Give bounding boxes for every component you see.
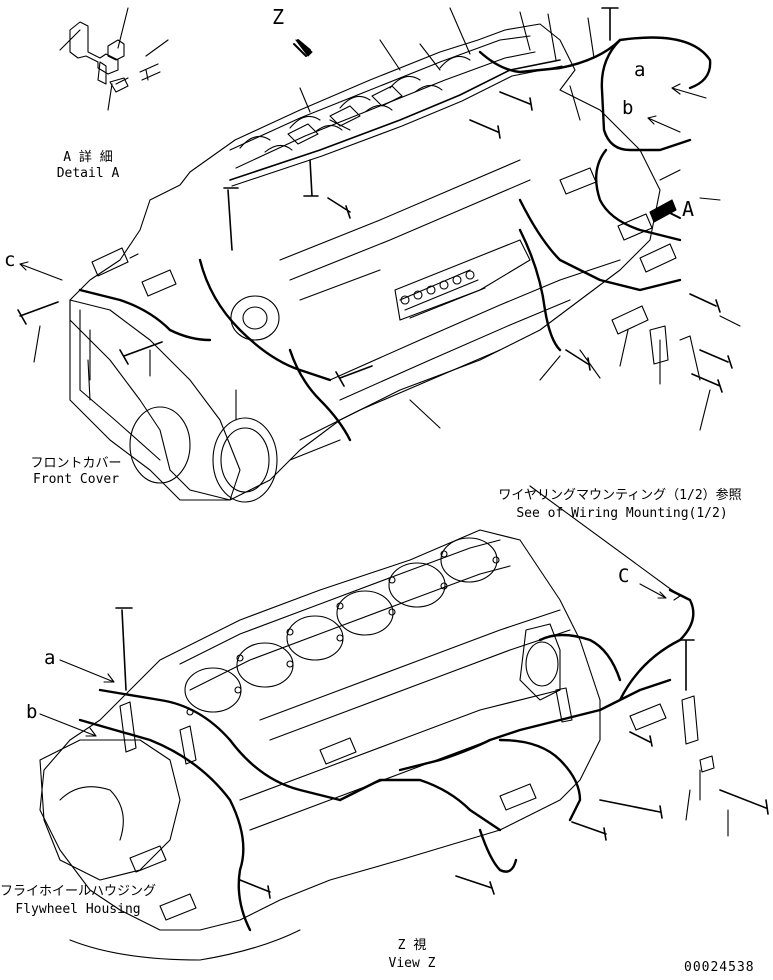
callout-c-left: c <box>4 249 16 271</box>
callout-a-top: a <box>634 59 646 81</box>
callout-c-left-arrow <box>20 262 62 280</box>
callout-b-bottom-arrow <box>40 714 96 736</box>
detail-a-label-jp: A 詳 細 <box>63 150 113 165</box>
callout-b-top-arrow <box>648 116 680 132</box>
view-z-label-jp: Z 視 <box>397 938 427 953</box>
callout-b-top: b <box>622 97 634 119</box>
flywheel-housing-label-en: Flywheel Housing <box>15 902 141 917</box>
callout-a-top-arrow <box>672 84 706 98</box>
callout-a-bottom: a <box>44 647 56 669</box>
callout-a-bottom-arrow <box>60 660 114 682</box>
view-z-label-en: View Z <box>388 956 436 971</box>
detail-a-marker: A <box>682 197 695 221</box>
drawing-number: 00024538 <box>684 960 755 975</box>
callout-c-right-arrow <box>640 584 666 598</box>
front-cover-label-jp: フロントカバー <box>30 456 122 471</box>
callout-b-bottom: b <box>26 701 38 723</box>
view-z-direction-arrow <box>294 40 312 56</box>
flywheel-housing-label-jp: フライホイールハウジング <box>0 884 157 899</box>
view-z-marker: Z <box>272 5 285 29</box>
bottom-engine-block <box>40 486 768 960</box>
callout-c-right: C <box>618 565 630 587</box>
detail-a-label-en: Detail A <box>56 166 120 181</box>
detail-a-arrow <box>650 200 680 222</box>
wiring-mounting-ref-jp: ワイヤリングマウンティング（1/2）参照 <box>498 488 742 503</box>
top-engine-block <box>18 8 740 502</box>
wiring-mounting-ref-en: See of Wiring Mounting(1/2) <box>516 506 728 521</box>
detail-a-illustration <box>60 8 168 110</box>
front-cover-label-en: Front Cover <box>32 472 120 487</box>
